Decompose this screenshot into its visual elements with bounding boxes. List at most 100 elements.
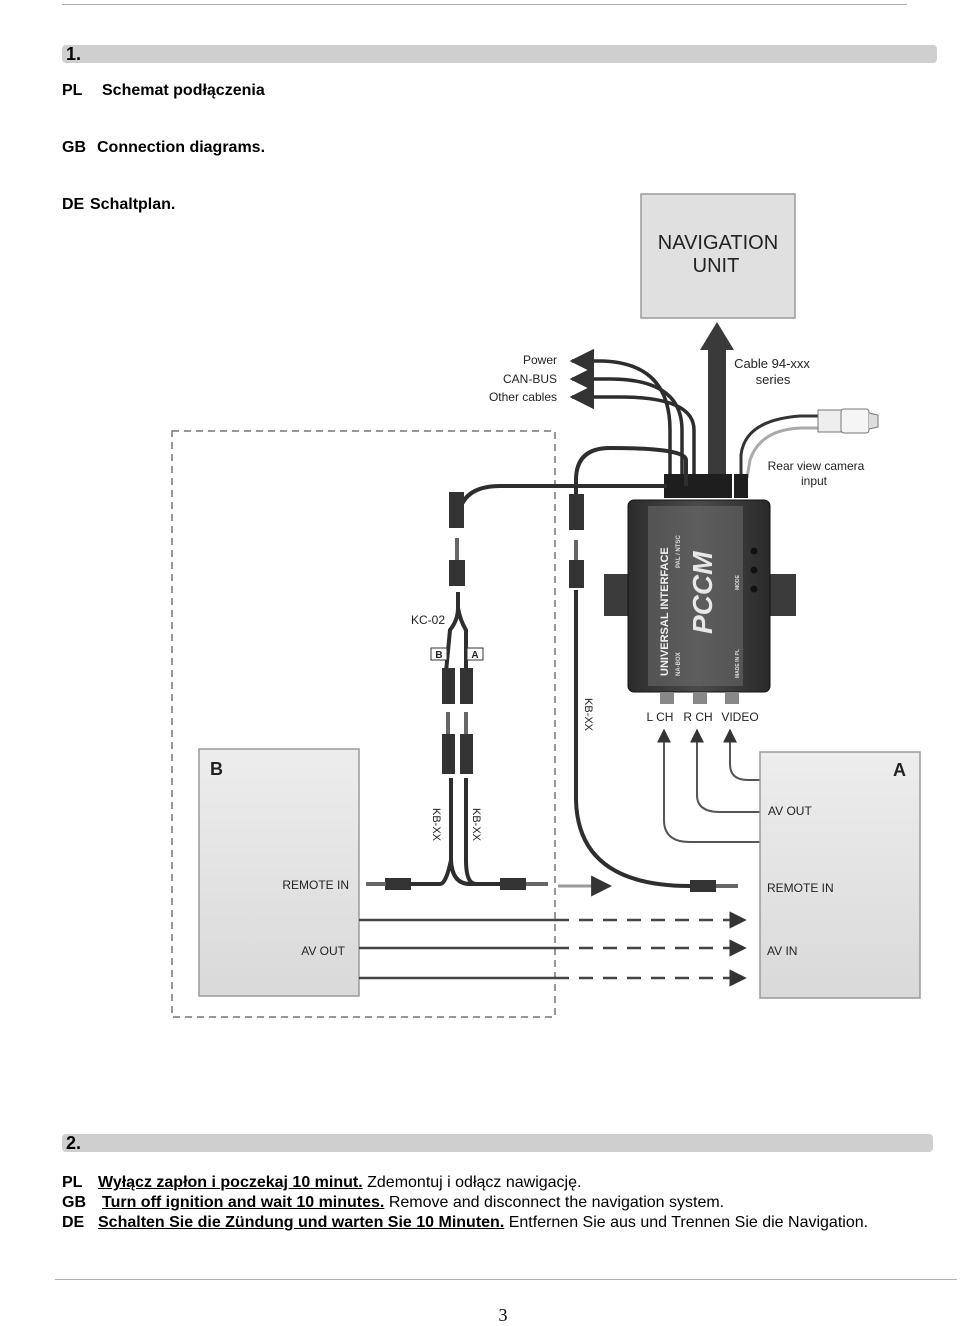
pl-instruction-rest: Zdemontuj i odłącz nawigację. xyxy=(362,1174,582,1191)
section-1-gb: GB Connection diagrams. xyxy=(62,139,265,157)
device-b-label: B xyxy=(210,759,223,779)
lang-code-de: DE xyxy=(62,196,85,213)
device-b-av-out: AV OUT xyxy=(301,944,345,958)
navigation-unit-box xyxy=(640,193,796,319)
universal-interface: UNIVERSAL INTERFACE NA-BOX PAL / NTSC PC… xyxy=(604,499,796,704)
cable-series-label-2: series xyxy=(756,372,791,387)
plug-body xyxy=(385,878,411,890)
kbxx-cable xyxy=(574,445,691,888)
section-1-de: DE Schaltplan. xyxy=(62,196,175,214)
section-2-gb: GB Turn off ignition and wait 10 minutes.… xyxy=(62,1194,724,1212)
av-out-cables xyxy=(657,728,760,843)
lang-code-gb: GB xyxy=(62,1194,86,1211)
jack-pin xyxy=(455,538,459,562)
plug-body xyxy=(460,734,473,774)
plug-body xyxy=(690,880,716,892)
tag-a-box xyxy=(466,647,484,661)
cable xyxy=(439,859,453,886)
bottom-rule xyxy=(55,1279,957,1280)
power-label: Power xyxy=(523,353,557,367)
video-label: VIDEO xyxy=(721,710,758,724)
jack-pin xyxy=(446,712,450,734)
jack-pin xyxy=(574,540,578,562)
led-icon xyxy=(750,585,758,593)
led-icon xyxy=(750,547,758,555)
navigation-arrow xyxy=(700,322,734,478)
rch-label: R CH xyxy=(683,710,712,724)
device-a-box xyxy=(759,751,921,999)
kbxx-label: KB-XX xyxy=(470,808,482,842)
top-rule xyxy=(62,4,907,5)
lang-code-gb: GB xyxy=(62,139,86,156)
connection-diagram: NAVIGATION UNIT Power CAN-BUS Other cabl… xyxy=(171,193,921,1018)
device-b-remote-in: REMOTE IN xyxy=(282,878,349,892)
av-lines xyxy=(359,911,747,987)
rca-plug-icon xyxy=(817,409,843,433)
tag-b-box xyxy=(430,647,448,661)
de-instruction-rest: Entfernen Sie aus und Trennen Sie die Na… xyxy=(504,1214,869,1231)
jack-pin xyxy=(716,884,738,888)
rear-camera-cable xyxy=(739,414,822,479)
kbxx-label: KB-XX xyxy=(430,808,442,842)
device-a-label: A xyxy=(893,760,906,780)
device-a-remote-in: REMOTE IN xyxy=(767,881,834,895)
interface-title: UNIVERSAL INTERFACE xyxy=(659,547,671,676)
other-cables-label: Other cables xyxy=(489,390,557,404)
plug-body xyxy=(449,560,465,586)
lang-code-pl: PL xyxy=(62,82,83,99)
device-b-enclosure xyxy=(171,430,556,1018)
lang-code-de: DE xyxy=(62,1214,85,1231)
pl-title: Schemat podłączenia xyxy=(102,82,265,99)
camera-connector xyxy=(734,474,748,498)
rch-socket xyxy=(693,692,707,704)
rear-camera-label-2: input xyxy=(801,474,828,488)
tag-a: A xyxy=(471,650,478,661)
section-1-header: 1. xyxy=(62,45,937,63)
interface-mode-label: MODE xyxy=(735,574,741,590)
section-1-pl: PL Schemat podłączenia xyxy=(62,82,265,100)
section-2-header: 2. xyxy=(62,1134,933,1152)
cable-series-label-1: Cable 94-xxx xyxy=(734,356,810,371)
other-cables-wires xyxy=(569,348,696,478)
section-2-de: DE Schalten Sie die Zündung und warten Si… xyxy=(62,1214,868,1232)
video-socket xyxy=(725,692,739,704)
tag-b: B xyxy=(435,650,442,661)
plug-body xyxy=(460,668,473,704)
jack-pin xyxy=(366,882,386,886)
rear-camera-label-1: Rear view camera xyxy=(768,459,865,473)
pl-instruction-bold: Wyłącz zapłon i poczekaj 10 minut. xyxy=(98,1174,363,1191)
lch-label: L CH xyxy=(647,710,674,724)
device-a-av-in: AV IN xyxy=(767,944,797,958)
lang-code-pl: PL xyxy=(62,1174,83,1191)
interface-standard: PAL / NTSC xyxy=(676,535,682,568)
plug-body xyxy=(500,878,526,890)
interface-brand: PCCM xyxy=(687,551,718,634)
mode-button-icon xyxy=(750,566,758,574)
can-bus-label: CAN-BUS xyxy=(503,372,557,386)
plug-body xyxy=(569,494,584,530)
plug-body xyxy=(442,668,455,704)
device-a-av-out: AV OUT xyxy=(768,804,812,818)
section-2-number: 2. xyxy=(66,1133,82,1153)
rca-plug-tip xyxy=(868,412,879,430)
navigation-unit-label-2: UNIT xyxy=(693,255,740,277)
gb-title: Connection diagrams. xyxy=(97,139,266,156)
de-instruction-bold: Schalten Sie die Zündung und warten Sie … xyxy=(98,1214,505,1231)
jack-pin xyxy=(526,882,548,886)
navigation-unit-label-1: NAVIGATION xyxy=(658,232,778,254)
interface-made-label: MADE IN PL xyxy=(735,649,741,678)
plug-body xyxy=(442,734,455,774)
jack-pin xyxy=(464,712,468,734)
de-title: Schaltplan. xyxy=(90,196,176,213)
rca-plug-body xyxy=(840,408,870,434)
section-2-pl: PL Wyłącz zapłon i poczekaj 10 minut. Zde… xyxy=(62,1174,581,1192)
plug-body xyxy=(449,492,464,528)
section-1-number: 1. xyxy=(66,44,82,64)
gb-instruction-bold: Turn off ignition and wait 10 minutes. xyxy=(102,1194,385,1211)
interface-model: NA-BOX xyxy=(676,652,682,676)
device-b-box xyxy=(198,748,360,997)
kbxx-label: KB-XX xyxy=(582,698,594,732)
main-connector xyxy=(664,474,732,498)
plug-body xyxy=(569,560,584,588)
kc02-label: KC-02 xyxy=(411,613,445,627)
